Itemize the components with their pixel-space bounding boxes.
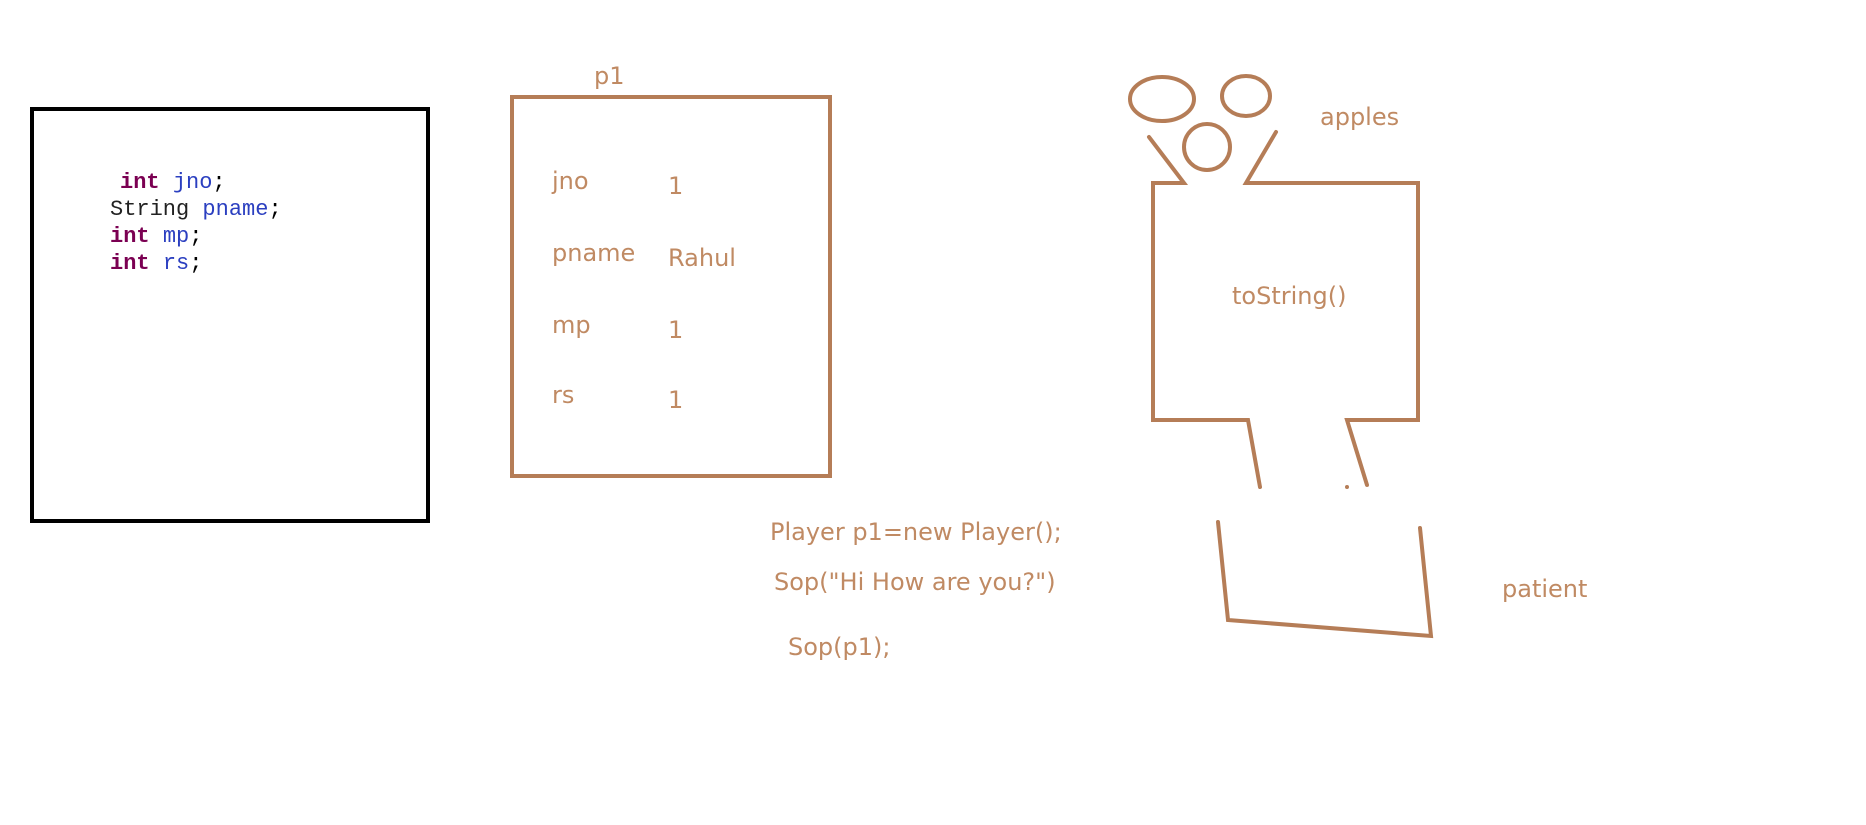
field-name-mp: mp: [552, 311, 591, 339]
field-value-mp: 1: [668, 316, 683, 344]
field-name-rs: rs: [552, 381, 574, 409]
code-line-1: int jno;: [120, 170, 226, 195]
object-fields: jno 1 pname Rahul mp 1 rs 1: [551, 167, 736, 414]
code-line-3: int mp;: [110, 224, 202, 249]
note-sop-p1: Sop(p1);: [788, 633, 890, 661]
field-value-pname: Rahul: [668, 244, 736, 272]
object-box: [510, 95, 832, 478]
machine-body: [1147, 130, 1420, 489]
apples-drawing: [1128, 74, 1272, 172]
field-value-jno: 1: [668, 172, 683, 200]
object-label: p1: [594, 62, 625, 90]
field-name-jno: jno: [551, 167, 589, 195]
code-line-2: String pname;: [110, 197, 282, 222]
apple-center: [1182, 122, 1232, 172]
field-value-rs: 1: [668, 386, 683, 414]
code-line-4: int rs;: [110, 251, 202, 276]
class-box: [30, 107, 430, 523]
apple-right: [1220, 74, 1272, 118]
apple-left: [1128, 75, 1196, 123]
field-name-pname: pname: [552, 239, 635, 267]
output-tray: [1216, 520, 1434, 639]
note-sop-greeting: Sop("Hi How are you?"): [774, 568, 1056, 596]
machine-label: toString(): [1232, 282, 1346, 310]
note-new-player: Player p1=new Player();: [770, 518, 1062, 546]
apples-label: apples: [1320, 103, 1399, 131]
class-code: int jno; String pname; int mp; int rs;: [110, 170, 282, 276]
patient-label: patient: [1502, 575, 1587, 603]
